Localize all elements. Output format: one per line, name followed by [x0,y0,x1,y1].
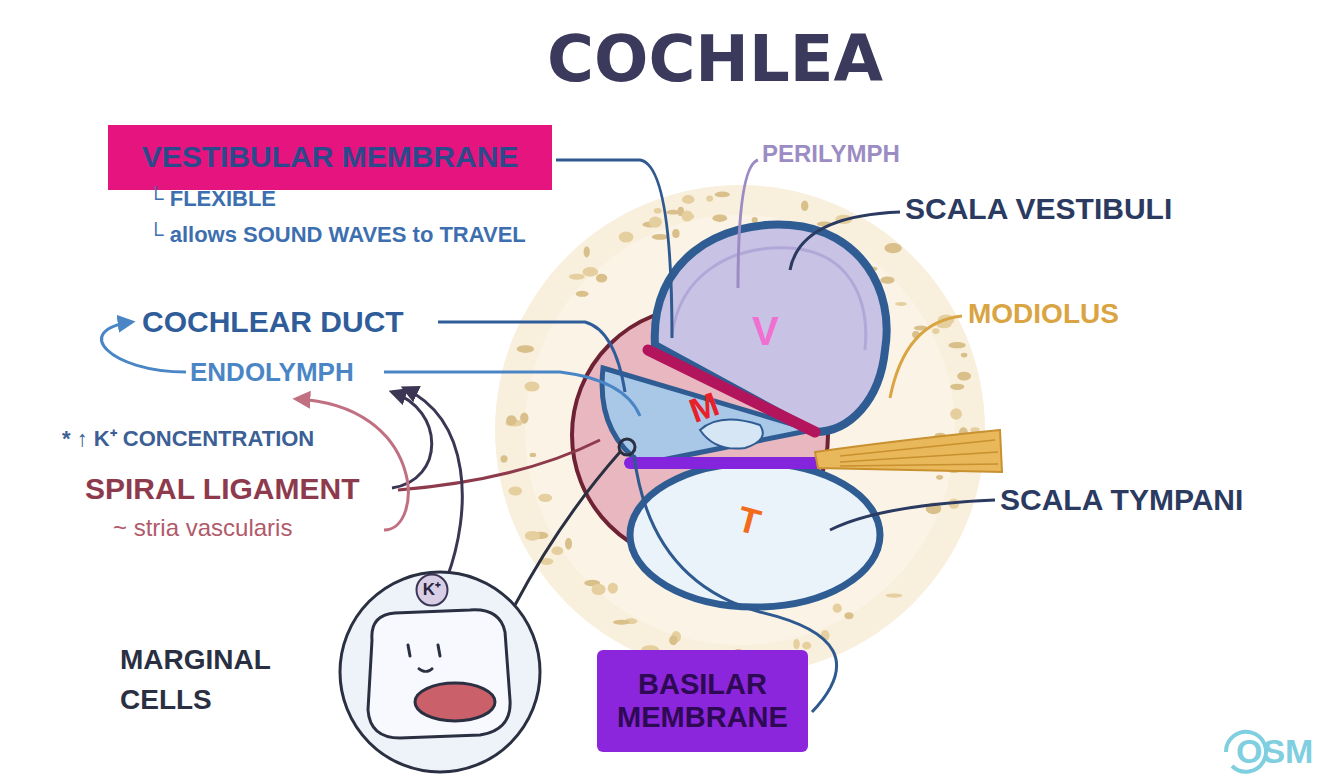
marginal-cell [368,610,510,738]
bone-dot [669,635,677,645]
bone-dot [525,531,540,541]
bone-dot [895,302,907,306]
circle-shape [417,575,448,606]
bone-dot [682,211,693,222]
leader-line [890,316,962,398]
leader-line [738,160,758,288]
part-label: PERILYMPH [762,140,900,168]
scala-tympani-shape [630,463,880,607]
bone-dot [950,408,962,420]
bone-dot [715,192,730,198]
bone-dot [501,455,508,462]
part-label: SCALA TYMPANI [1000,483,1243,518]
bone-dot [950,384,964,390]
diagram-title: COCHLEA [547,22,883,96]
part-label: ENDOLYMPH [190,358,354,388]
nerve-fibres [840,440,998,466]
note-text: └ FLEXIBLE [148,186,276,211]
bone-dot [793,639,800,649]
bone-dot [538,494,552,502]
zoom-marker [619,439,635,455]
part-label: COCHLEAR DUCT [142,305,404,340]
bone-dot [961,353,968,358]
node-text: K⁺ [423,580,441,600]
note-text: ~ stria vascularis [113,514,292,542]
node-text: BASILAR MEMBRANE [607,668,798,735]
bone-dot [936,475,943,480]
bone-dot [844,612,853,619]
bone-dot [706,196,713,202]
bone-dot [654,208,662,214]
vestibular-membrane-band [648,350,815,432]
bone-dot [886,594,903,598]
bone-dot [576,291,589,297]
bone-dots [501,192,980,662]
scala-vestibuli-shape [655,225,887,432]
bone-dot [584,246,590,257]
bone-dot [712,215,727,222]
bone-dot [565,538,572,550]
node-text: VESTIBULAR MEMBRANE [142,140,519,175]
bone-dot [509,487,523,496]
leader-line [515,452,620,605]
leader-line [384,372,640,416]
magnifier-circle [340,572,540,772]
bone-dot [833,604,842,613]
bone-dot [613,620,630,625]
part-label: SCALA VESTIBULI [905,192,1172,227]
bone-halo [495,185,985,675]
modiolus-nerve [815,430,1002,472]
ion-circle: K⁺ [415,573,449,607]
bone-dot [652,234,669,240]
bone-dot [948,342,965,348]
arrow [404,388,462,578]
arrow [296,399,408,530]
bone-dot [802,642,811,650]
bone-dot [932,328,939,334]
bone-dot [672,229,679,238]
part-label: MODIOLUS [968,298,1119,330]
watermark: OSM [1236,732,1313,771]
bone-dot [666,210,679,215]
bone-dot [649,217,662,228]
bone-dot [801,201,808,212]
leader-line [556,160,672,338]
bone-dot [506,415,516,425]
bone-dot [682,195,695,204]
part-label: SPIRAL LIGAMENT [85,472,359,507]
bone-dot [517,345,534,353]
cell-mouth [418,668,433,672]
bone-dot [525,382,540,392]
cell-nucleus [415,683,495,721]
bone-inner [525,215,955,645]
arrow [392,392,432,488]
bone-dot [551,546,563,555]
bone-dot [884,243,901,253]
note-text: * ↑ K⁺ CONCENTRATION [62,426,314,451]
bone-dot [530,453,537,457]
note-text: └ allows SOUND WAVES to TRAVEL [148,222,526,247]
bone-dot [957,372,971,381]
highlight-box: VESTIBULAR MEMBRANE [108,125,552,190]
basilar-membrane-band [630,457,820,469]
leader-line [790,212,900,270]
bone-dot [569,274,585,280]
bone-dot [619,232,634,243]
bone-dot [583,267,599,277]
part-label: MARGINAL CELLS [120,640,310,720]
bone-dot [596,274,607,283]
bone-dot [880,276,894,283]
highlight-box: BASILAR MEMBRANE [597,650,808,752]
cell-eyes [408,645,440,656]
bone-dot [592,584,606,595]
handwritten-letter: V [752,308,779,354]
bone-dot [608,583,618,594]
leader-line [830,500,995,530]
